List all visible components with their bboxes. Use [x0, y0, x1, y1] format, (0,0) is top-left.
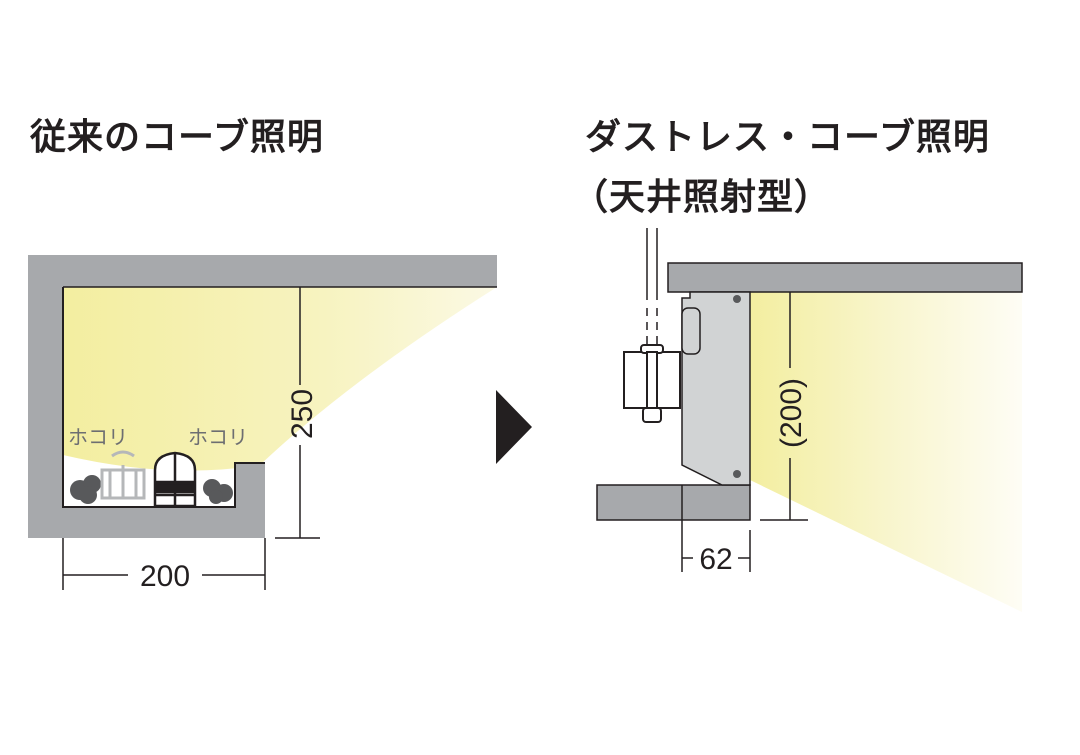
- dimension-lines: [681, 292, 808, 572]
- screw-icon: [733, 470, 741, 478]
- dust-label-left: ホコリ: [68, 427, 128, 449]
- height-dimension-label: 250: [286, 389, 319, 439]
- mounting-bracket: [623, 344, 681, 423]
- previous-fixture-icon: [100, 450, 146, 500]
- light-beam: [750, 292, 1022, 612]
- ceiling: [667, 262, 1023, 293]
- hanging-rod: [646, 228, 658, 345]
- shelf: [596, 484, 751, 521]
- left-title: 従来のコーブ照明: [30, 117, 324, 158]
- depth-dimension-label: 62: [699, 543, 732, 576]
- right-title-line2: （天井照射型）: [572, 177, 832, 218]
- height-dimension-lines: [62, 287, 320, 590]
- dust-label-right: ホコリ: [188, 427, 248, 449]
- right-title-line1: ダストレス・コーブ照明: [585, 117, 990, 158]
- dustless-cove-section: (200) 62: [596, 228, 1023, 612]
- screw-icon: [733, 295, 741, 303]
- dust-icon: [70, 475, 233, 504]
- cove-fixture-icon: [153, 451, 197, 508]
- conventional-cove-section: ホコリ ホコリ 250 200: [28, 255, 497, 593]
- cove-structure: [28, 255, 497, 538]
- width-dimension-label: 200: [140, 560, 190, 593]
- light-spread: [63, 287, 497, 471]
- arrow-right-icon: [496, 390, 532, 464]
- height-dimension-label: (200): [775, 378, 808, 448]
